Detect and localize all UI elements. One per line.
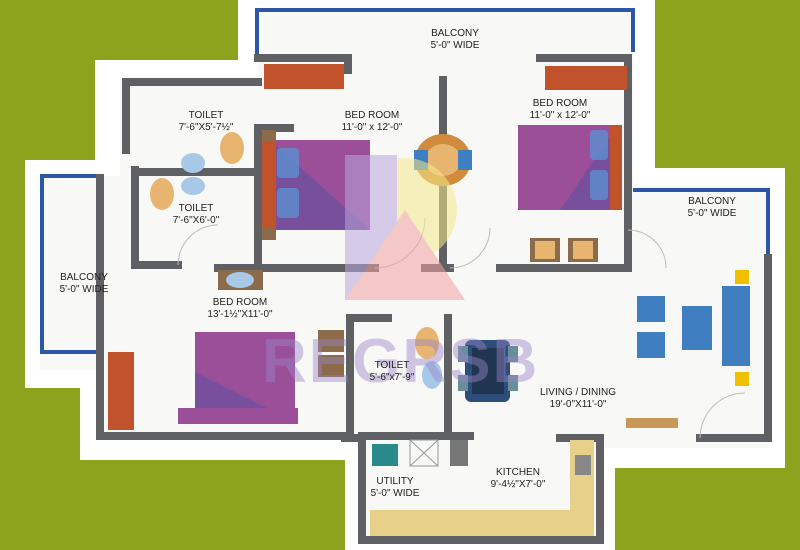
room-name: BED ROOM	[212, 297, 268, 308]
sofa-set	[626, 270, 750, 428]
label-kitchen: KITCHEN 9'-4½"X7'-0"	[478, 467, 558, 491]
label-balcony-left: BALCONY 5'-0" WIDE	[44, 272, 124, 296]
room-name: TOILET	[374, 360, 410, 371]
toilet-fixtures	[150, 132, 442, 389]
label-bedroom-1: BED ROOM 11'-0" x 12'-0"	[322, 110, 422, 134]
label-balcony-right: BALCONY 5'-0" WIDE	[662, 196, 762, 220]
bed-bedroom-2	[518, 66, 627, 262]
label-toilet-2: TOILET 7'-6"X6'-0"	[156, 203, 236, 227]
room-name: TOILET	[188, 110, 224, 121]
room-name: BED ROOM	[344, 110, 400, 121]
room-size: 11'-0" x 12'-0"	[341, 122, 403, 133]
room-size: 5'-0" WIDE	[59, 284, 109, 295]
room-name: BALCONY	[60, 272, 108, 283]
room-name: TOILET	[178, 203, 214, 214]
label-balcony-top: BALCONY 5'-0" WIDE	[405, 28, 505, 52]
label-bedroom-3: BED ROOM 13'-1½"X11'-0"	[190, 297, 290, 321]
brand-watermark: REGRSB	[262, 327, 540, 396]
kitchen-counter	[370, 439, 594, 536]
bed-bedroom-3	[108, 270, 344, 430]
room-name: BALCONY	[431, 28, 479, 39]
room-size: 7'-6"X5'-7½"	[178, 122, 234, 133]
room-size: 7'-6"X6'-0"	[172, 215, 220, 226]
room-size: 13'-1½"X11'-0"	[207, 309, 273, 320]
balcony-edges	[40, 8, 770, 354]
room-name: KITCHEN	[496, 467, 540, 478]
room-name: UTILITY	[376, 476, 414, 487]
brand-logo	[345, 155, 465, 300]
dining-set	[458, 340, 518, 402]
room-name: BED ROOM	[532, 98, 588, 109]
room-size: 19'-0"X11'-0"	[549, 399, 607, 410]
room-size: 9'-4½"X7'-0"	[490, 479, 546, 490]
room-size: 5'-0" WIDE	[430, 40, 480, 51]
label-toilet-1: TOILET 7'-6"X5'-7½"	[166, 110, 246, 134]
wardrobe-top	[264, 64, 344, 89]
room-size: 5'-6"x7'-9"	[369, 372, 415, 383]
walls	[96, 54, 772, 544]
label-bedroom-2: BED ROOM 11'-0" x 12'-0"	[510, 98, 610, 122]
room-size: 11'-0" x 12'-0"	[529, 110, 591, 121]
room-size: 5'-0" WIDE	[370, 488, 420, 499]
label-utility: UTILITY 5'-0" WIDE	[360, 476, 430, 500]
room-name: BALCONY	[688, 196, 736, 207]
label-toilet-3: TOILET 5'-6"x7'-9"	[352, 360, 432, 384]
room-name: LIVING / DINING	[539, 387, 617, 398]
label-living-dining: LIVING / DINING 19'-0"X11'-0"	[528, 387, 628, 411]
room-size: 5'-0" WIDE	[687, 208, 737, 219]
